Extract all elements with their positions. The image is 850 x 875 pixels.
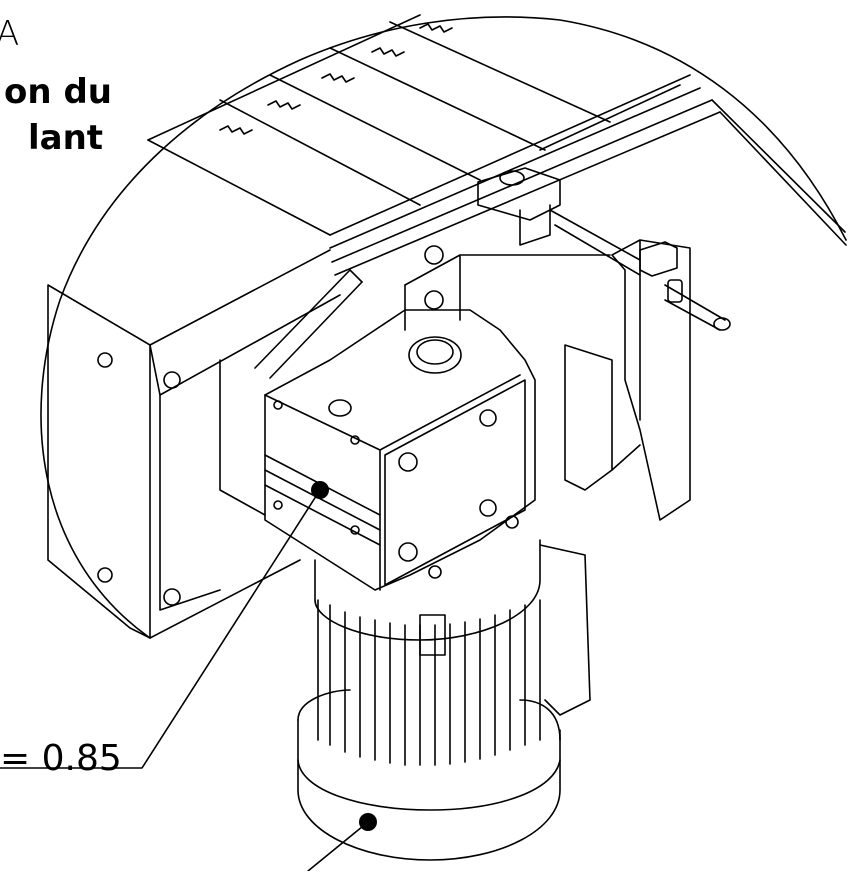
screw-icon <box>163 588 181 606</box>
ratio-label: = 0.85 <box>0 738 122 779</box>
title-line-1: on du <box>4 72 112 112</box>
nut-icon <box>667 279 683 303</box>
gearbox <box>264 309 536 591</box>
motor-bracket <box>219 245 611 516</box>
screw-icon <box>424 245 444 265</box>
nut-icon <box>639 241 678 277</box>
detail-circle <box>40 16 847 639</box>
leader-dot <box>359 813 377 831</box>
bolt-end-icon <box>713 317 731 331</box>
leader-dot <box>311 481 329 499</box>
screw-icon <box>163 371 181 389</box>
electric-motor <box>297 539 591 861</box>
leader-lines <box>0 489 369 872</box>
screw-icon <box>424 290 444 310</box>
tensioner-bracket <box>564 239 731 521</box>
shaft-bore-icon <box>408 336 462 374</box>
bolt-icon <box>499 170 525 186</box>
terminal-icon <box>419 614 446 656</box>
bolt-icon <box>328 399 352 417</box>
tension-rod <box>254 269 363 379</box>
screw-icon <box>479 409 497 427</box>
screw-icon <box>398 542 418 562</box>
screw-icon <box>97 567 113 583</box>
screw-icon <box>398 452 418 472</box>
leader-ratio <box>0 489 321 769</box>
clamp-block <box>477 167 641 276</box>
side-plate <box>47 249 341 639</box>
screw-icon <box>479 499 497 517</box>
screw-icon <box>97 352 113 368</box>
title-line-2: lant <box>28 118 104 158</box>
partial-label-a: A <box>0 14 20 54</box>
leader-motor <box>307 821 369 872</box>
conveyor-rail <box>147 14 847 276</box>
